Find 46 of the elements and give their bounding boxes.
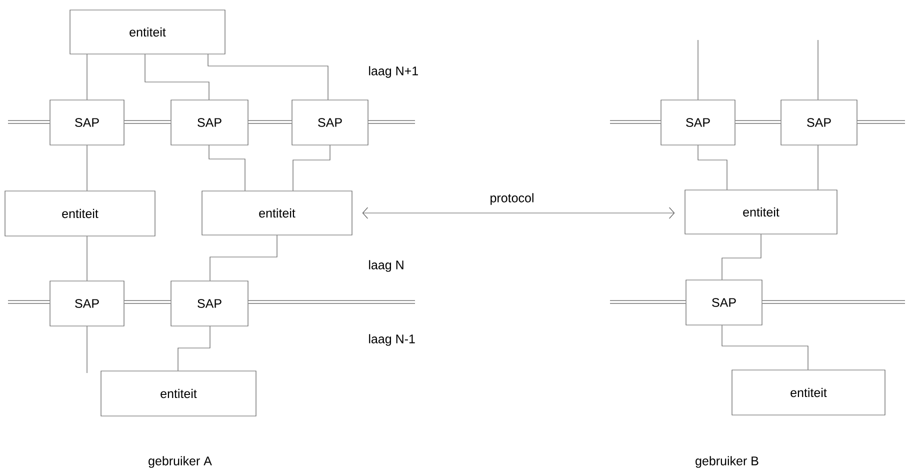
sap-box: SAP xyxy=(50,100,124,146)
double-line xyxy=(610,120,661,124)
connector-line xyxy=(86,145,88,191)
double-line xyxy=(248,120,292,124)
double-line xyxy=(8,300,50,304)
sap-box: SAP xyxy=(686,280,762,326)
double-line xyxy=(124,120,171,124)
entity-box: entiteit xyxy=(732,370,886,416)
entity-box: entiteit xyxy=(202,190,352,236)
layer-label: laag N xyxy=(369,260,404,272)
sap-box: SAP xyxy=(292,100,368,146)
connector-line xyxy=(698,145,728,190)
user-label: gebruiker B xyxy=(696,456,758,468)
entity-box: entiteit xyxy=(4,190,156,236)
connector-line xyxy=(86,326,88,374)
double-line xyxy=(610,300,686,304)
entity-box: entiteit xyxy=(100,370,256,416)
connector-line xyxy=(208,145,246,191)
connector-line xyxy=(292,145,330,191)
layer-label: laag N+1 xyxy=(369,66,418,78)
double-line xyxy=(124,300,171,304)
connector-line xyxy=(86,54,88,100)
connector-line xyxy=(144,54,210,100)
entity-box: entiteit xyxy=(684,190,838,234)
entity-box: entiteit xyxy=(70,10,226,54)
sap-box: SAP xyxy=(780,100,858,146)
double-line xyxy=(762,300,905,304)
connector-line xyxy=(722,325,808,370)
sap-box: SAP xyxy=(50,280,124,326)
double-line xyxy=(8,120,50,124)
user-label: gebruiker A xyxy=(148,456,212,468)
layer-label: laag N-1 xyxy=(369,334,415,346)
connector-line xyxy=(722,234,762,280)
connector-line xyxy=(86,236,88,281)
edge-label: protocol xyxy=(490,193,534,205)
connector-line xyxy=(208,54,328,100)
double-line xyxy=(248,300,415,304)
arrow xyxy=(362,207,675,219)
double-line xyxy=(857,120,905,124)
sap-box: SAP xyxy=(660,100,736,146)
double-line xyxy=(735,120,781,124)
double-line xyxy=(368,120,415,124)
sap-box: SAP xyxy=(170,280,248,326)
connector-line xyxy=(178,326,210,371)
connector-line xyxy=(210,235,278,281)
sap-box: SAP xyxy=(170,100,248,146)
